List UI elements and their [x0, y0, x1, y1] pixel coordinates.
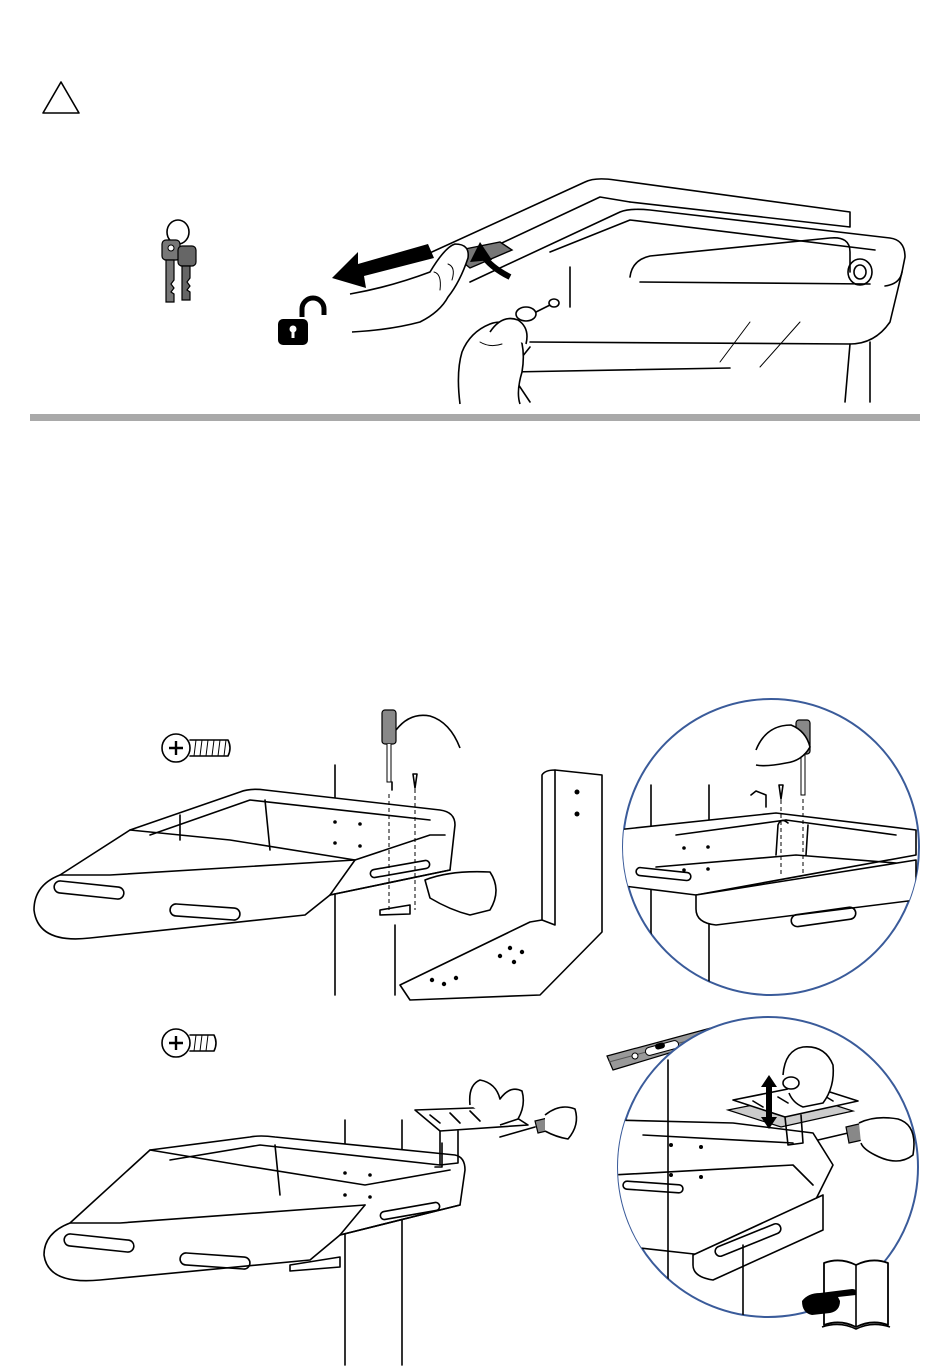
warning-triangle-icon	[42, 80, 82, 116]
shelf-level-illustration	[40, 1075, 600, 1365]
section-divider	[30, 414, 920, 421]
read-manual-icon[interactable]	[800, 1255, 900, 1335]
cart-unlock-illustration	[330, 172, 930, 407]
unlock-padlock-icon	[272, 295, 332, 355]
shelf-mount-illustration	[30, 700, 610, 1000]
screw-short-icon	[160, 1025, 230, 1065]
keys-icon	[155, 218, 215, 308]
detail-zoom-circle	[616, 695, 926, 1005]
